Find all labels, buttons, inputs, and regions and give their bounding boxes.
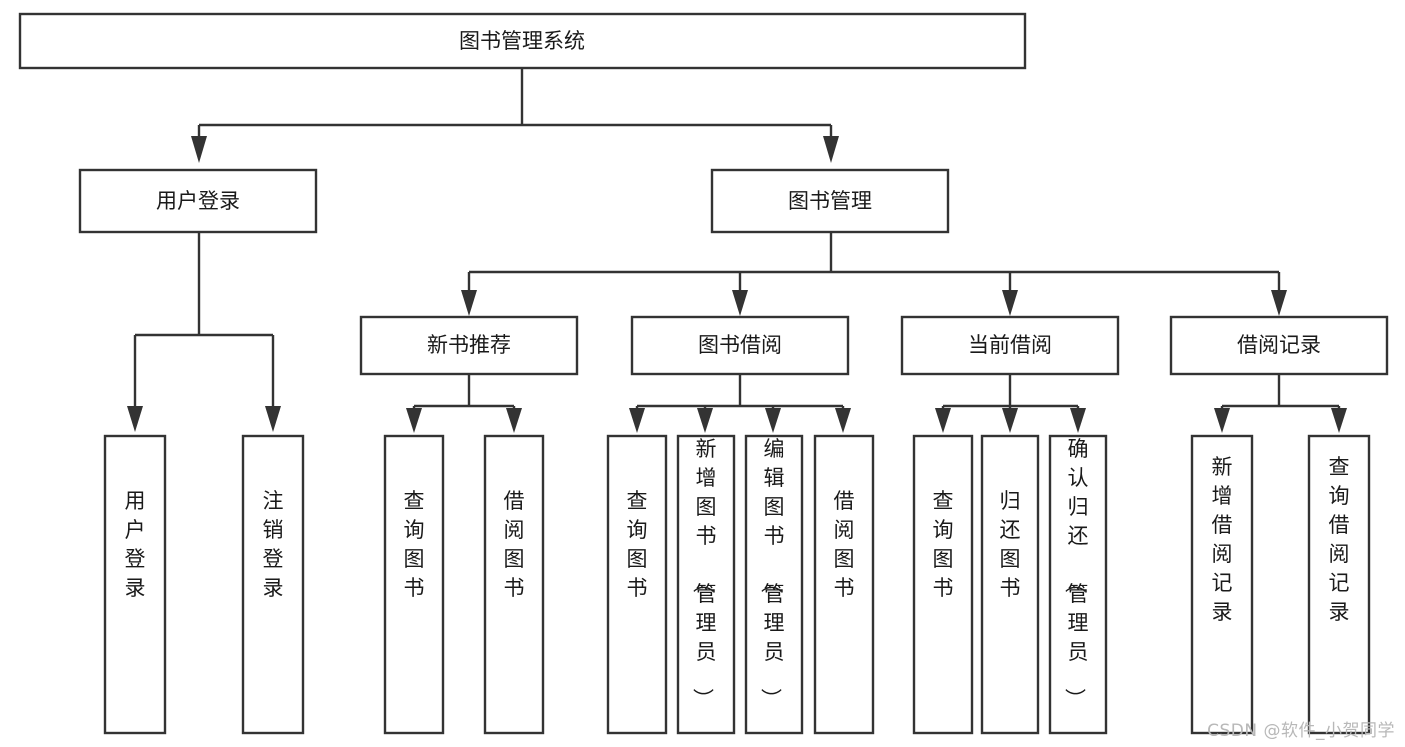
node-leaf-query-book-borrow[interactable]: 查询图书 xyxy=(606,434,668,735)
node-user-login-label: 用户登录 xyxy=(156,189,240,213)
arrowhead-newbook-leaf-2 xyxy=(506,408,522,433)
arrowhead-current-leaf-1 xyxy=(935,408,951,433)
node-borrow-records-box xyxy=(1169,315,1389,376)
node-leaf-confirm-return-admin-box xyxy=(1048,434,1108,735)
node-leaf-query-book-newbook-box xyxy=(383,434,445,735)
node-leaf-borrow-book-newbook[interactable]: 借阅图书 xyxy=(483,434,545,735)
csdn-watermark: CSDN @软件_小贺同学 xyxy=(1207,721,1395,741)
node-root-box xyxy=(18,12,1027,70)
connector-group-newbook xyxy=(406,374,522,433)
node-leaf-user-login[interactable]: 用户登录 xyxy=(103,434,167,735)
node-leaf-add-book-admin-label: 新增图书（管理员） xyxy=(691,437,717,709)
node-leaf-edit-book-admin-box xyxy=(744,434,804,735)
arrowhead-borrow-leaf-4 xyxy=(835,408,851,433)
node-book-borrow-box xyxy=(630,315,850,376)
arrowhead-newbook-leaf-1 xyxy=(406,408,422,433)
node-leaf-borrow-book-box xyxy=(813,434,875,735)
node-borrow-records-label: 借阅记录 xyxy=(1237,333,1321,357)
node-new-book-recommend-box xyxy=(359,315,579,376)
node-leaf-query-book-current-label: 查询图书 xyxy=(933,489,954,600)
arrowhead-bookmgmt-borrow xyxy=(732,290,748,316)
node-leaf-edit-book-admin-label: 编辑图书（管理员） xyxy=(759,437,785,709)
arrowhead-records-leaf-2 xyxy=(1331,408,1347,433)
arrowhead-borrow-leaf-1 xyxy=(629,408,645,433)
arrowhead-root-to-bookmgmt xyxy=(823,136,839,163)
node-new-book-recommend-label: 新书推荐 xyxy=(427,333,511,357)
node-root-label: 图书管理系统 xyxy=(459,29,585,53)
node-leaf-logout-box xyxy=(241,434,305,735)
node-leaf-logout[interactable]: 注销登录 xyxy=(241,434,305,735)
node-leaf-query-borrow-record-label: 查询借阅记录 xyxy=(1329,455,1350,624)
node-leaf-borrow-book[interactable]: 借阅图书 xyxy=(813,434,875,735)
node-leaf-confirm-return-admin-label: 确认归还（管理员） xyxy=(1063,437,1089,709)
node-leaf-query-book-borrow-box xyxy=(606,434,668,735)
node-leaf-logout-label: 注销登录 xyxy=(263,489,284,600)
connector-group-bookmgmt xyxy=(461,232,1287,316)
node-borrow-records[interactable]: 借阅记录 xyxy=(1169,315,1389,376)
arrowhead-root-to-userlogin xyxy=(191,136,207,163)
node-current-borrow[interactable]: 当前借阅 xyxy=(900,315,1120,376)
node-leaf-query-book-newbook-label: 查询图书 xyxy=(404,489,425,600)
arrowhead-bookmgmt-current xyxy=(1002,290,1018,316)
node-leaf-return-book[interactable]: 归还图书 xyxy=(980,434,1040,735)
arrowhead-current-leaf-3 xyxy=(1070,408,1086,433)
node-leaf-query-book-current-box xyxy=(912,434,974,735)
arrowhead-userlogin-leaf-2 xyxy=(265,406,281,432)
connector-group-records xyxy=(1214,374,1347,433)
node-leaf-query-book-current[interactable]: 查询图书 xyxy=(912,434,974,735)
node-book-borrow[interactable]: 图书借阅 xyxy=(630,315,850,376)
connector-group-borrow xyxy=(629,374,851,433)
node-leaf-query-book-borrow-label: 查询图书 xyxy=(627,489,648,600)
node-leaf-user-login-label: 用户登录 xyxy=(125,489,146,600)
node-leaf-borrow-book-newbook-label: 借阅图书 xyxy=(504,489,525,600)
node-leaf-query-borrow-record[interactable]: 查询借阅记录 xyxy=(1307,434,1371,735)
node-leaf-return-book-label: 归还图书 xyxy=(1000,489,1021,600)
node-leaf-user-login-box xyxy=(103,434,167,735)
node-leaf-add-borrow-record[interactable]: 新增借阅记录 xyxy=(1190,434,1254,735)
node-book-management-label: 图书管理 xyxy=(788,189,872,213)
node-leaf-add-borrow-record-label: 新增借阅记录 xyxy=(1212,455,1233,624)
node-user-login-box xyxy=(78,168,318,234)
arrowhead-current-leaf-2 xyxy=(1002,408,1018,433)
arrowhead-bookmgmt-records xyxy=(1271,290,1287,316)
node-root-system[interactable]: 图书管理系统 xyxy=(18,12,1027,70)
arrowhead-borrow-leaf-2 xyxy=(697,408,713,433)
node-book-borrow-label: 图书借阅 xyxy=(698,333,782,357)
node-leaf-query-borrow-record-box xyxy=(1307,434,1371,735)
connector-group-userlogin xyxy=(127,232,281,432)
node-leaf-query-book-newbook[interactable]: 查询图书 xyxy=(383,434,445,735)
node-book-management-box xyxy=(710,168,950,234)
arrowhead-userlogin-leaf-1 xyxy=(127,406,143,432)
node-user-login[interactable]: 用户登录 xyxy=(78,168,318,234)
node-leaf-return-book-box xyxy=(980,434,1040,735)
arrowhead-bookmgmt-newbook xyxy=(461,290,477,316)
node-new-book-recommend[interactable]: 新书推荐 xyxy=(359,315,579,376)
node-leaf-edit-book-admin[interactable]: 编辑图书（管理员） xyxy=(744,434,804,735)
arrowhead-records-leaf-1 xyxy=(1214,408,1230,433)
node-leaf-add-book-admin[interactable]: 新增图书（管理员） xyxy=(676,434,736,735)
node-leaf-add-borrow-record-box xyxy=(1190,434,1254,735)
node-leaf-add-book-admin-box xyxy=(676,434,736,735)
connector-group-root xyxy=(191,68,839,163)
connector-group-current xyxy=(935,374,1086,433)
node-leaf-borrow-book-newbook-box xyxy=(483,434,545,735)
node-current-borrow-box xyxy=(900,315,1120,376)
arrowhead-borrow-leaf-3 xyxy=(765,408,781,433)
node-current-borrow-label: 当前借阅 xyxy=(968,333,1052,357)
node-leaf-confirm-return-admin[interactable]: 确认归还（管理员） xyxy=(1048,434,1108,735)
node-leaf-borrow-book-label: 借阅图书 xyxy=(834,489,855,600)
node-book-management[interactable]: 图书管理 xyxy=(710,168,950,234)
